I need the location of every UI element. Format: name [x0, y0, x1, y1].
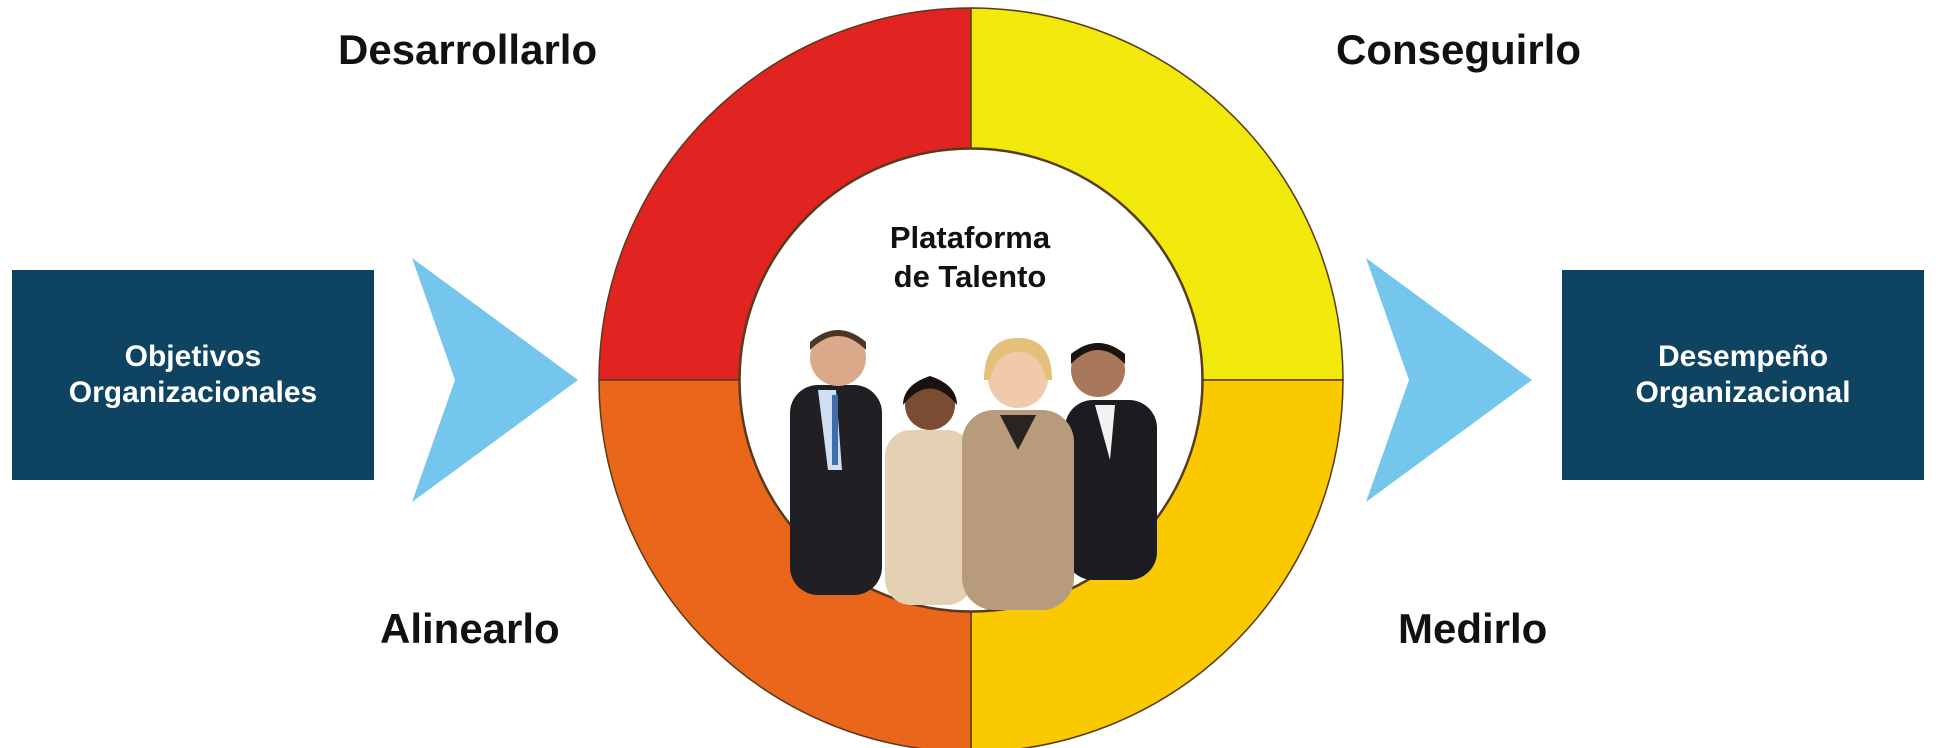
person-4	[1065, 343, 1157, 580]
person-2	[885, 376, 973, 605]
quadrant-medirlo	[970, 379, 1344, 748]
arrow-left	[412, 258, 578, 502]
left-box-line1: Objetivos	[124, 340, 262, 373]
right-box-line1: Desempeño	[1657, 340, 1829, 373]
quadrant-conseguirlo	[970, 7, 1344, 381]
arrow-right	[1366, 258, 1532, 502]
person-3	[962, 338, 1074, 610]
quadrant-desarrollarlo	[598, 7, 972, 381]
center-title-line1: Plataforma	[889, 220, 1051, 255]
organizational-objectives-box: Objetivos Organizacionales	[12, 270, 374, 480]
team-photo	[790, 330, 1157, 610]
right-box-line2: Organizacional	[1635, 376, 1851, 409]
phase-label-medirlo: Medirlo	[1398, 605, 1548, 652]
phase-label-desarrollarlo: Desarrollarlo	[338, 26, 598, 73]
phase-label-alinearlo: Alinearlo	[380, 605, 560, 652]
organizational-performance-box: Desempeño Organizacional	[1562, 270, 1924, 480]
person-1	[790, 330, 882, 595]
left-box-line2: Organizacionales	[68, 376, 318, 409]
phase-label-conseguirlo: Conseguirlo	[1336, 26, 1582, 73]
center-title-line2: de Talento	[893, 259, 1047, 294]
